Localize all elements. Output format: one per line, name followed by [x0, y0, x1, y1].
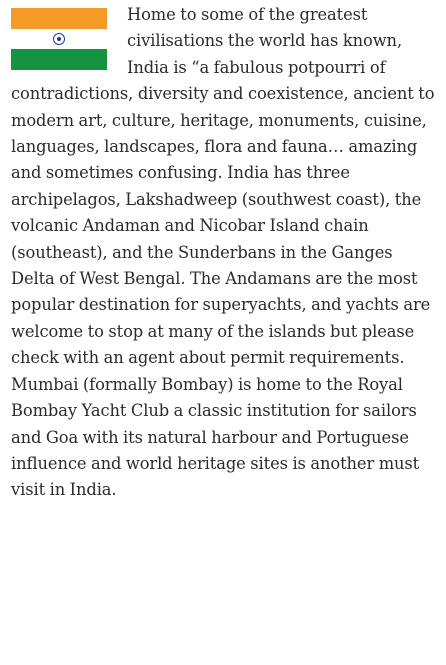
flag-white-band [11, 28, 107, 50]
article: Home to some of the greatest civilisatio… [11, 2, 437, 504]
article-body: Home to some of the greatest civilisatio… [11, 5, 435, 500]
flag-saffron-band [11, 8, 107, 29]
flag-green-band [11, 49, 107, 71]
india-flag-icon [11, 8, 107, 71]
ashoka-chakra-icon [53, 33, 65, 45]
